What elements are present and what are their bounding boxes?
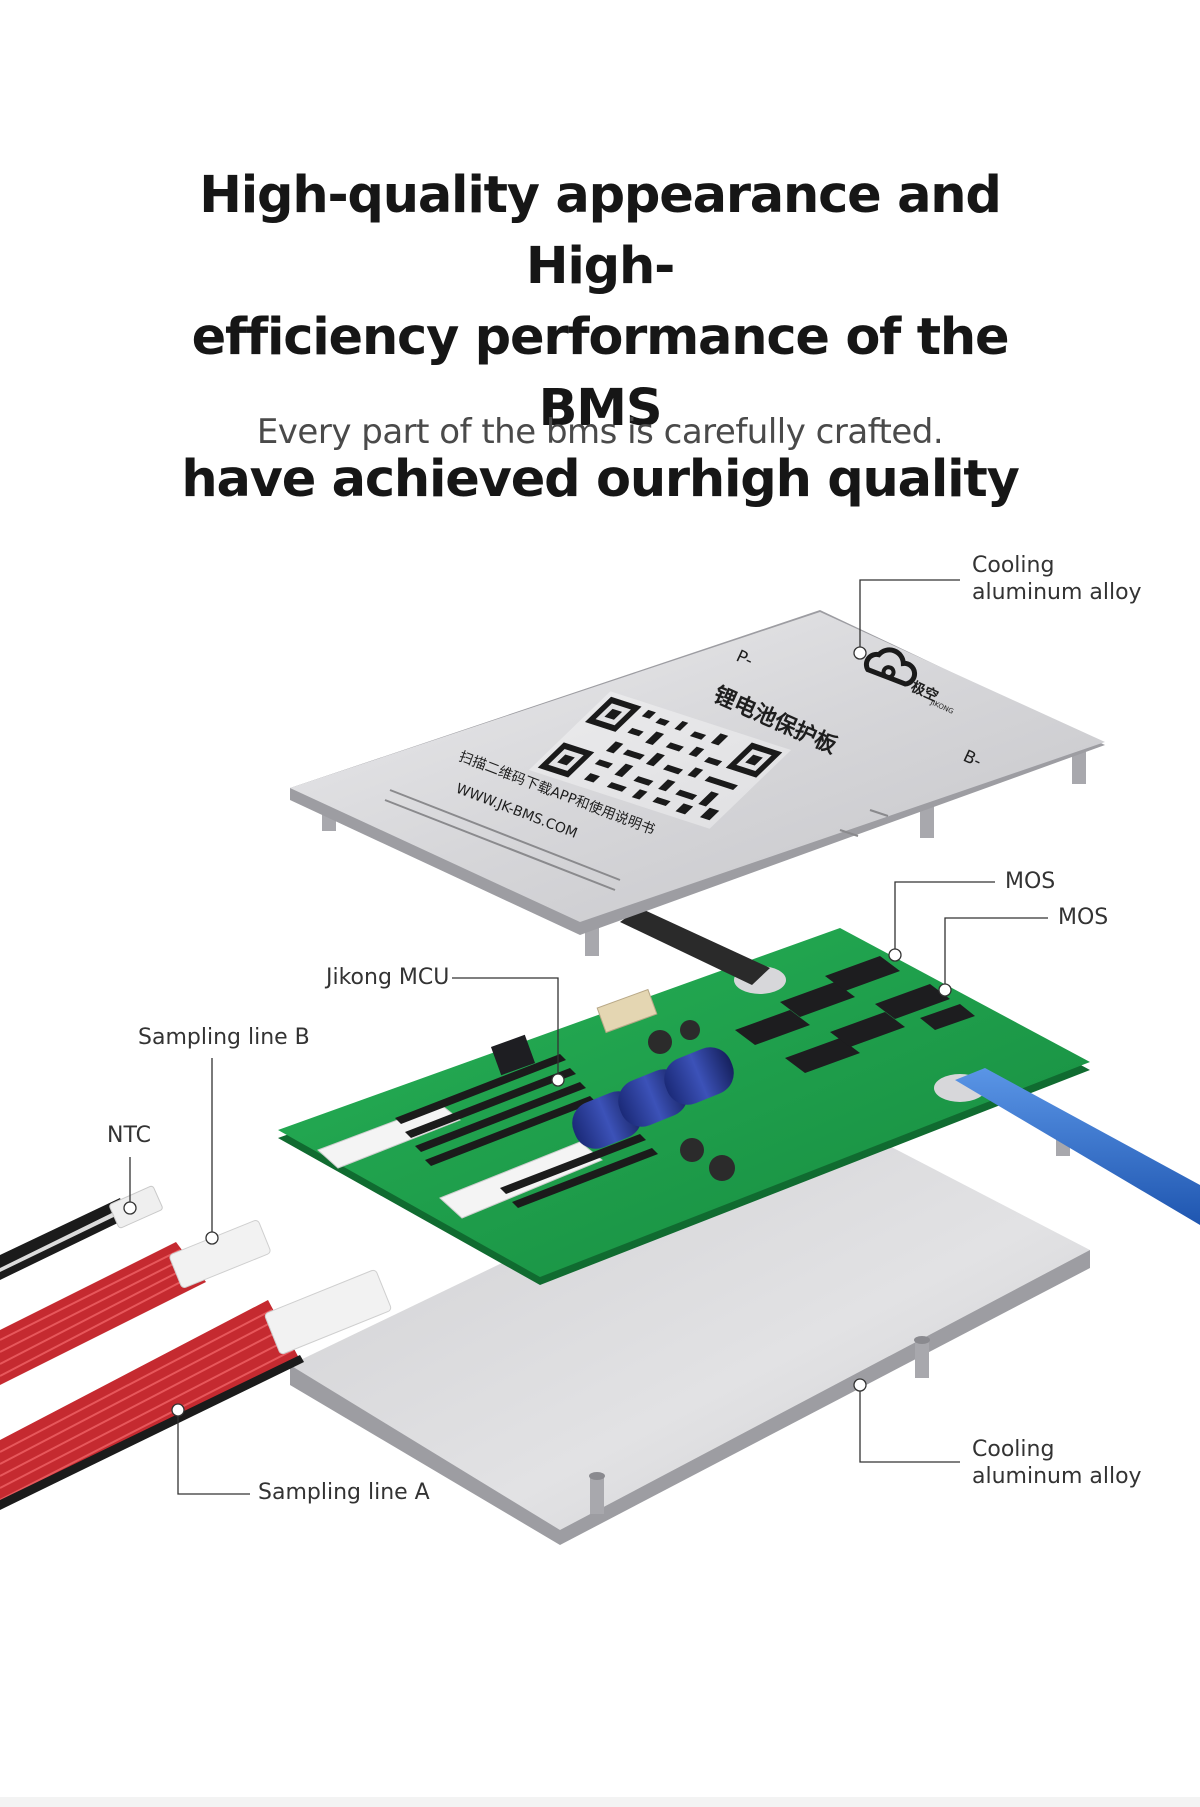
subheadline: Every part of the bms is carefully craft… bbox=[256, 412, 944, 452]
callout-cooling-top-line2: aluminum alloy bbox=[972, 580, 1142, 605]
callout-cooling-bottom-line1: Cooling bbox=[972, 1437, 1055, 1462]
callout-jikong-mcu: Jikong MCU bbox=[326, 965, 450, 990]
mos-chips bbox=[735, 956, 975, 1073]
callout-sampling-line-b: Sampling line B bbox=[138, 1025, 310, 1050]
callout-mos-2: MOS bbox=[1058, 905, 1109, 930]
qr-code bbox=[528, 691, 792, 829]
headline-line-2: efficiency performance of the BMS bbox=[191, 308, 1010, 438]
top-cooling-plate: P- B- 锂电池保护板 扫描二维码下载APP和使用说明书 WWW.JK-BMS… bbox=[290, 610, 1105, 956]
capacitors bbox=[572, 1020, 735, 1181]
headline: High-quality appearance and High- effici… bbox=[150, 160, 1050, 515]
callout-ntc: NTC bbox=[107, 1123, 151, 1148]
black-cable bbox=[620, 908, 770, 985]
headline-line-3: have achieved ourhigh quality bbox=[181, 450, 1020, 509]
jikong-cloud-logo bbox=[863, 647, 918, 687]
callout-sampling-line-a: Sampling line A bbox=[258, 1480, 430, 1505]
callout-leaders bbox=[129, 579, 1048, 1495]
wire-harnesses bbox=[0, 1185, 392, 1510]
callout-mos-1: MOS bbox=[1005, 869, 1056, 894]
component-rows bbox=[395, 1054, 658, 1208]
plate-p-minus: P- bbox=[733, 646, 756, 671]
pcb-board bbox=[278, 928, 1090, 1285]
bms-exploded-illustration: P- B- 锂电池保护板 扫描二维码下载APP和使用说明书 WWW.JK-BMS… bbox=[0, 579, 1200, 1545]
callout-cooling-bottom: Cooling aluminum alloy bbox=[972, 1436, 1142, 1490]
callout-cooling-bottom-line2: aluminum alloy bbox=[972, 1464, 1142, 1489]
callout-cooling-top-line1: Cooling bbox=[972, 553, 1055, 578]
headline-line-1: High-quality appearance and High- bbox=[199, 166, 1002, 296]
plate-fine-print bbox=[384, 789, 889, 891]
bottom-divider-band bbox=[0, 1797, 1200, 1807]
blue-cable bbox=[955, 1068, 1200, 1225]
callout-cooling-top: Cooling aluminum alloy bbox=[972, 552, 1142, 606]
callout-markers bbox=[123, 646, 952, 1417]
